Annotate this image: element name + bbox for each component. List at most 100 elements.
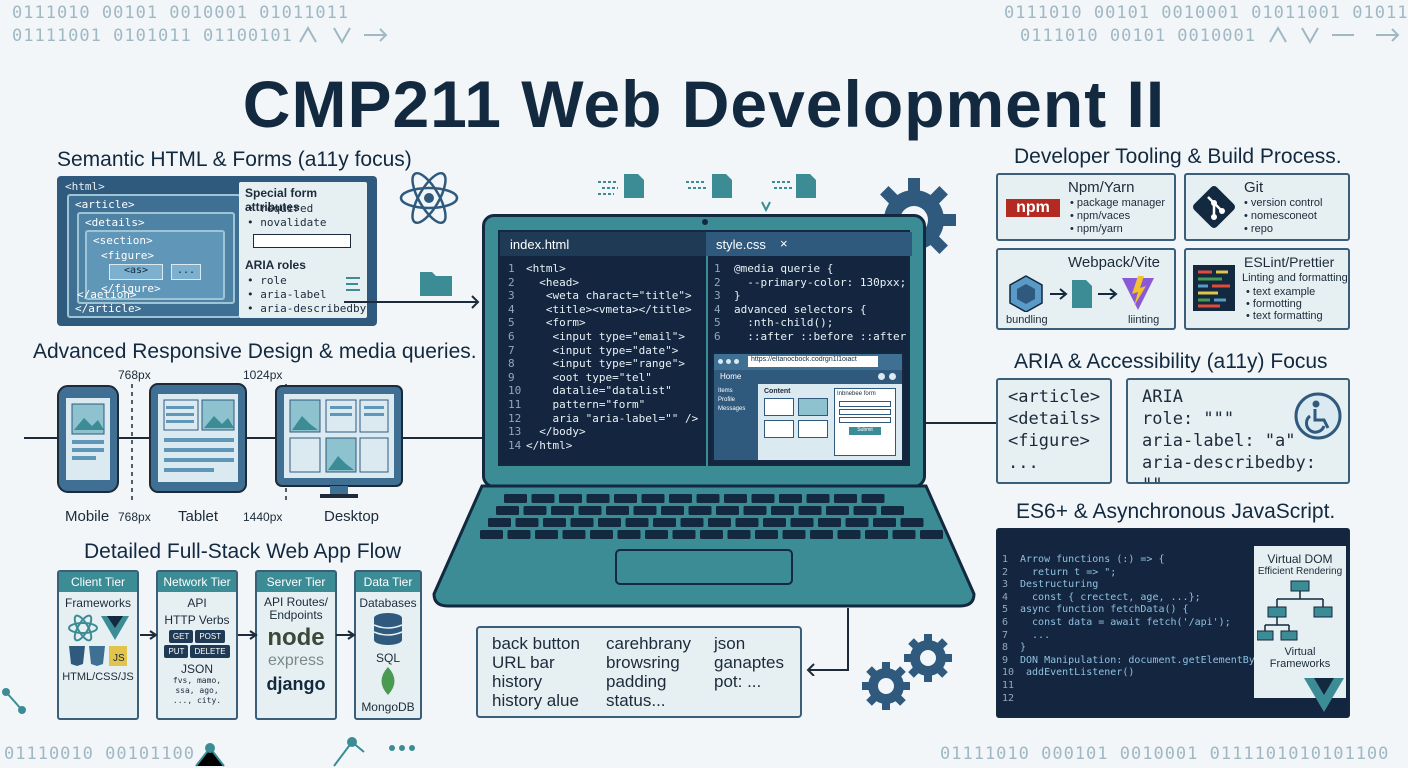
keyboard-key (625, 518, 649, 527)
keyboard-key (515, 518, 539, 527)
git-card: Git • version control• nomesconeot• repo (1184, 173, 1350, 241)
aria-heading: ARIA & Accessibility (a11y) Focus (1014, 350, 1328, 373)
keyboard-key (900, 518, 924, 527)
keyboard-key (790, 518, 814, 527)
webcam-dot (702, 219, 708, 225)
terms-column-1: back button URL bar history history alue (492, 634, 580, 710)
keyboard-key (727, 530, 751, 539)
breakpoint-768-bottom: 768px (118, 510, 151, 524)
keyboard-key (763, 518, 786, 527)
sidebar-link[interactable]: Profile (718, 397, 736, 403)
form-attributes-card: Special form attributes • required • nov… (239, 182, 367, 318)
browser-terms-box: back button URL bar history history alue… (476, 626, 802, 718)
css-line-numbers: 1 2 3 4 5 6 (714, 262, 721, 343)
tag-article: <article> (75, 198, 135, 211)
keyboard-key (716, 506, 739, 515)
section-box: <section> <figure> <as> ... </figure> (85, 230, 225, 300)
keyboard-key (480, 530, 503, 539)
aria-tag: <figure> (1008, 431, 1090, 451)
code-line: </body> (526, 425, 586, 439)
close-tab-icon[interactable]: × (780, 236, 788, 251)
browser-home-link[interactable]: Home (720, 372, 742, 381)
eslint-items: • text example• formotting• text formatt… (1246, 286, 1323, 322)
keyboard-key (551, 506, 574, 515)
code-line: const { crectect, age, ...}; (1020, 591, 1201, 603)
es6-code-panel: 1 2 3 4 5 6 7 8 9 10 11 12 Arrow functio… (996, 528, 1350, 718)
es6-heading: ES6+ & Asynchronous JavaScript. (1016, 500, 1336, 523)
code-line: </html> (526, 438, 573, 452)
data-tier-title: Data Tier (356, 572, 420, 592)
code-line: const data = await fetch('/api'); (1020, 616, 1231, 628)
tag-figure: <figure> (101, 249, 154, 262)
keyboard-key (633, 506, 657, 515)
aria-describedby-item: • aria-describedby (247, 302, 367, 315)
keyboard-key (920, 530, 943, 539)
keyboard-key (606, 506, 629, 515)
git-items: • version control• nomesconeot• repo (1244, 197, 1323, 235)
eslint-card: ESLint/Prettier Linting and formatting •… (1184, 248, 1350, 330)
laptop-keyboard (432, 484, 976, 608)
verb-chip: POST (195, 630, 226, 643)
form-submit-button[interactable]: Submit (849, 427, 881, 435)
client-html-css-js: HTML/CSS/JS (62, 671, 134, 683)
framework-logos-icon: JS (68, 614, 129, 666)
server-tier: Server Tier API Routes/ Endpoints node e… (255, 570, 337, 720)
sidebar-link[interactable]: Items (718, 388, 733, 394)
code-line: <input type="range"> (526, 357, 685, 371)
browser-preview: https://eltanocbock.codrgn1l1oiact Home … (712, 352, 904, 462)
responsive-devices-diagram (24, 383, 484, 504)
fullstack-heading: Detailed Full-Stack Web App Flow (84, 540, 402, 563)
binary-decor: 01111010 000101 0010001 0111101010101100 (940, 744, 1390, 764)
editor-divider (706, 256, 708, 468)
tab-index-html[interactable]: index.html (500, 232, 706, 256)
code-line: advanced selectors { (734, 302, 867, 316)
form-input[interactable] (839, 401, 891, 407)
vdom-title: Virtual DOM (1267, 552, 1333, 566)
git-title: Git (1244, 179, 1264, 196)
browser-nav-bar: Home (714, 370, 902, 384)
keyboard-key (586, 494, 610, 503)
keyboard-key (488, 518, 511, 527)
keyboard-key (834, 494, 857, 503)
eslint-title: ESLint/Prettier (1244, 254, 1335, 270)
browser-url-bar[interactable]: https://eltanocbock.codrgn1l1oiact (748, 356, 878, 367)
term: back button (492, 634, 580, 653)
keyboard-key (735, 518, 759, 527)
aria-line: aria-label: "a" (1142, 431, 1296, 451)
code-line: <input type="date"> (526, 343, 679, 357)
json-sample: fvs, mamo,ssa, ago,..., city. (172, 676, 222, 705)
connector-arrow (806, 608, 849, 676)
client-tier: Client Tier Frameworks JS HTML/CSS/JS (57, 570, 139, 720)
keyboard-key (688, 506, 712, 515)
keyboard-key (559, 494, 582, 503)
keyboard-key (751, 494, 775, 503)
form-input[interactable] (839, 409, 891, 415)
laptop-display: index.html style.css × 1 2 3 4 5 6 7 8 9… (498, 230, 912, 468)
folder-connector-icon (344, 272, 480, 309)
code-editor-icon (1193, 265, 1235, 311)
breakpoint-768-top: 768px (118, 368, 151, 382)
es6-line-numbers: 1 2 3 4 5 6 7 8 9 10 11 12 (1002, 554, 1015, 704)
npm-card: npm Npm/Yarn • package manager• npm/vace… (996, 173, 1176, 241)
network-http-verbs: HTTP Verbs (164, 613, 230, 627)
form-input[interactable] (839, 417, 891, 423)
code-line: } (1020, 642, 1027, 654)
keyboard-key (818, 518, 841, 527)
aria-tags-box: <article> <details> <figure> ... (996, 378, 1112, 484)
browser-form: Inbnebee form Submit (834, 388, 896, 456)
eslint-subtitle: Linting and formatting (1242, 272, 1348, 284)
data-databases: Databases (359, 596, 417, 610)
keyboard-key (892, 530, 916, 539)
tag-figure-close: </figure> (101, 282, 161, 295)
keyboard-key (865, 530, 888, 539)
verb-chip: PUT (164, 645, 189, 658)
breakpoint-1440: 1440px (243, 510, 283, 524)
connector-line (424, 437, 482, 439)
code-line: :nth-child(); (734, 316, 834, 330)
semantic-html-panel: <html> <article> <details> <section> <fi… (57, 176, 377, 326)
tab-style-css[interactable]: style.css × (706, 232, 912, 256)
mongodb-leaf-icon (381, 667, 395, 695)
server-routes: API Routes/ Endpoints (263, 595, 329, 622)
sidebar-link[interactable]: Messages (718, 406, 746, 412)
code-line: pattern="form" (526, 397, 646, 411)
